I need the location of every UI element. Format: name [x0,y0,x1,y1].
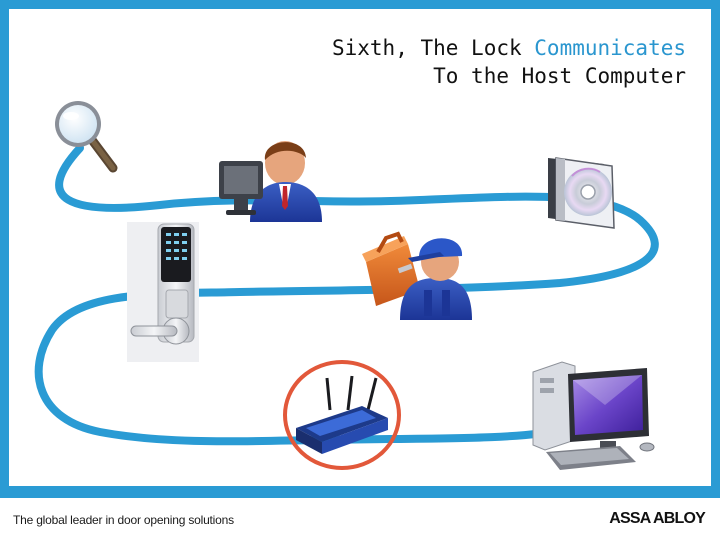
host-computer-icon [532,361,655,470]
software-cd-icon [548,157,615,229]
title-prefix: Sixth, The Lock [331,36,535,60]
brand-logo: ASSA ABLOY [609,510,706,527]
footer-bar: The global leader in door opening soluti… [0,498,720,540]
footer-tagline: The global leader in door opening soluti… [13,513,234,527]
office-user-icon [219,141,322,222]
workflow-graphic [34,101,659,470]
door-lock-icon [127,222,199,362]
technician-icon [362,231,472,320]
wireless-router-icon [296,375,388,454]
magnifier-icon [55,101,118,173]
highlight-circle [283,360,401,470]
title-line-2: To the Host Computer [433,64,686,88]
title-highlight: Communicates [534,36,686,60]
title-line-1: Sixth, The Lock Communicates [332,34,686,62]
slide-title: Sixth, The Lock Communicates To the Host… [332,34,686,90]
